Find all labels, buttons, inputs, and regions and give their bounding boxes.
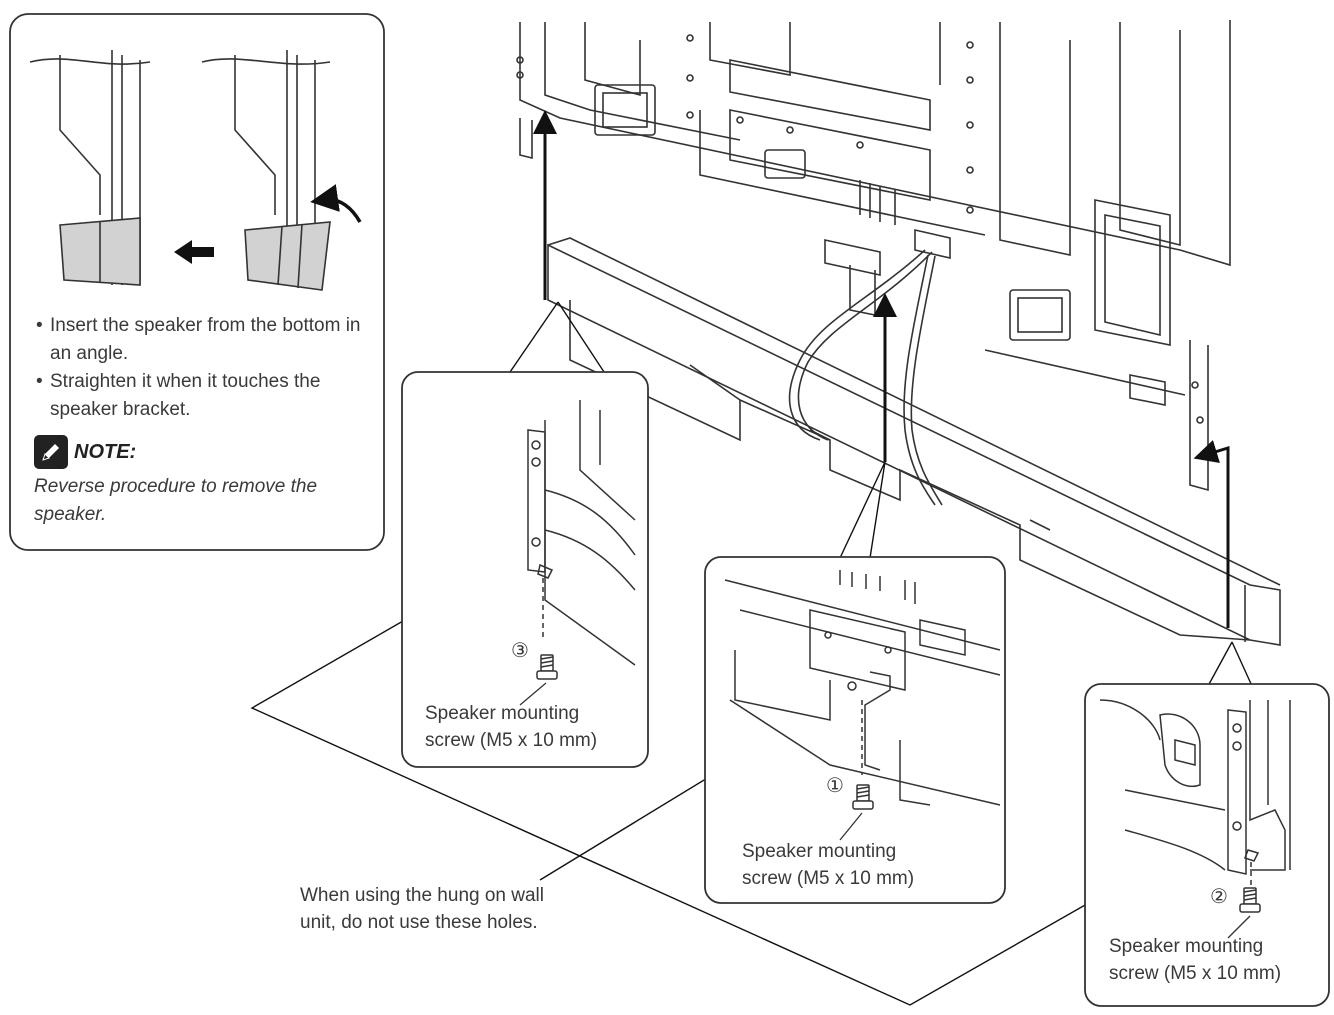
detail-box-center	[704, 556, 1006, 904]
speaker-cable	[788, 249, 943, 506]
screw-caption-1: Speaker mounting screw (M5 x 10 mm)	[742, 838, 914, 892]
screw-caption-line: Speaker mounting	[425, 703, 580, 724]
installation-tip-panel	[9, 13, 385, 551]
tip-bullet: Straighten it when it touches the speake…	[34, 368, 364, 424]
screw-caption-line: Speaker mounting	[1109, 936, 1264, 957]
tip-bullet: Insert the speaker from the bottom in an…	[34, 312, 364, 368]
warning-line: When using the hung on wall	[300, 885, 544, 906]
detail-right-illustration	[1099, 699, 1291, 885]
pencil-icon	[34, 435, 68, 469]
screw-caption-3: Speaker mounting screw (M5 x 10 mm)	[425, 700, 597, 754]
screw-caption-line: screw (M5 x 10 mm)	[742, 868, 915, 889]
step-number-3: ③	[511, 640, 529, 662]
screw-caption-line: screw (M5 x 10 mm)	[425, 730, 598, 751]
arrow-curved-icon	[310, 184, 362, 223]
detail-box-left	[401, 371, 649, 768]
screw-caption-line: Speaker mounting	[742, 841, 897, 862]
step-number-1: ①	[826, 775, 844, 797]
speaker-block-illustration	[59, 217, 331, 291]
screw-icon	[536, 654, 558, 680]
warning-line: unit, do not use these holes.	[300, 912, 538, 933]
detail-left-illustration	[527, 400, 636, 666]
arrow-left-icon	[174, 240, 214, 264]
arrow-up-icon	[533, 110, 1230, 628]
tip-instructions: Insert the speaker from the bottom in an…	[34, 312, 364, 424]
step-number-2: ②	[1210, 886, 1228, 908]
detail-center-illustration	[724, 570, 1001, 806]
tv-rear-panel	[516, 20, 1231, 492]
screw-caption-2: Speaker mounting screw (M5 x 10 mm)	[1109, 933, 1281, 987]
note-title: NOTE:	[74, 440, 137, 463]
wall-mount-warning: When using the hung on wall unit, do not…	[300, 882, 544, 936]
note-text: Reverse procedure to remove the speaker.	[34, 476, 318, 525]
screw-icon	[1239, 887, 1261, 913]
note-heading: NOTE:	[34, 435, 136, 469]
screw-icon	[852, 784, 874, 810]
screw-caption-line: screw (M5 x 10 mm)	[1109, 963, 1282, 984]
